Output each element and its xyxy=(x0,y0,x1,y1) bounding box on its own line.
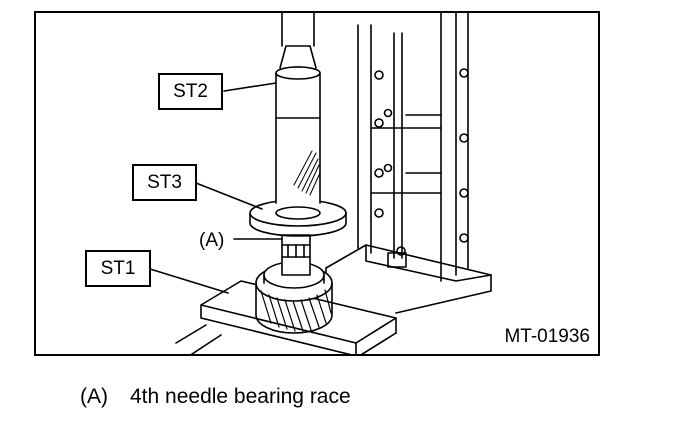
part-a-label: (A) xyxy=(199,230,225,251)
st2-shaft xyxy=(275,13,321,204)
figure-code: MT-01936 xyxy=(504,326,590,347)
st2-label: ST2 xyxy=(158,73,223,110)
st1-label: ST1 xyxy=(85,250,151,287)
bearing-race xyxy=(281,234,311,276)
leader-st1 xyxy=(149,268,229,294)
caption-text: 4th needle bearing race xyxy=(130,385,351,408)
st3-label: ST3 xyxy=(132,164,197,201)
press-illustration xyxy=(149,13,492,354)
press-column xyxy=(357,13,469,282)
leader-st2 xyxy=(223,82,277,92)
caption-key: (A) xyxy=(80,385,108,408)
st1-block xyxy=(175,280,397,354)
figure-frame: ST2 ST3 ST1 (A) MT-01936 xyxy=(34,11,600,356)
caption: (A) 4th needle bearing race xyxy=(80,385,351,409)
press-base xyxy=(325,244,492,314)
leader-st3 xyxy=(195,182,263,210)
st3-plate xyxy=(249,199,347,237)
